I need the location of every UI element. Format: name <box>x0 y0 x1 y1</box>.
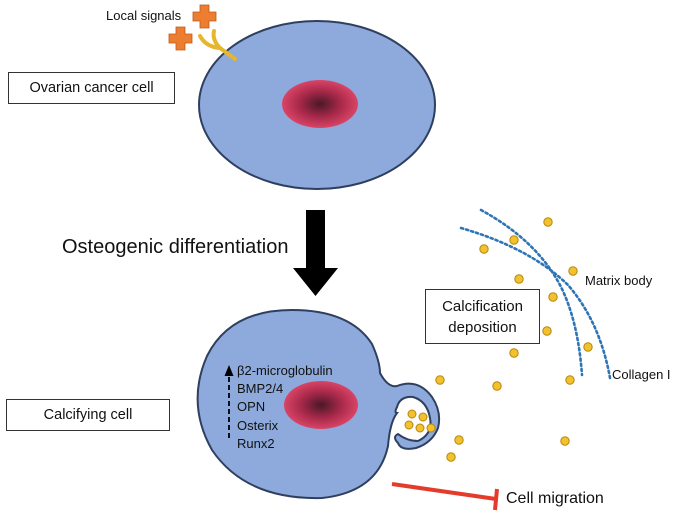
osteogenic-differentiation-label: Osteogenic differentiation <box>62 236 289 258</box>
marker-list: β2-microglobulin BMP2/4 OPN Osterix Runx… <box>237 362 333 453</box>
upregulation-arrow <box>224 365 234 438</box>
collagen-label: Collagen I <box>612 367 671 382</box>
calcifying-cell-nucleus <box>284 381 358 429</box>
signal-icon-2 <box>168 26 193 51</box>
calcification-deposition-label-line1: Calcification <box>442 297 523 315</box>
calcifying-cell-box: Calcifying cell <box>6 399 170 431</box>
collagen-fibers <box>459 208 612 380</box>
calcification-particles <box>435 217 593 462</box>
vesicle-particles <box>404 409 436 433</box>
marker-item: β2-microglobulin <box>237 363 333 378</box>
cell-migration-label: Cell migration <box>506 490 604 507</box>
ovarian-cell-nucleus <box>282 80 358 128</box>
matrix-body-label: Matrix body <box>585 273 653 288</box>
receptor-icon <box>198 29 237 61</box>
inhibition-bar <box>391 482 499 511</box>
marker-item: Osterix <box>237 417 279 433</box>
marker-item: OPN <box>237 399 266 415</box>
marker-item: Runx2 <box>237 435 275 451</box>
ovarian-cancer-cell-label: Ovarian cancer cell <box>29 80 154 96</box>
ovarian-cancer-cell-box: Ovarian cancer cell <box>8 72 175 104</box>
calcification-deposition-label-line2: deposition <box>448 318 517 336</box>
signal-icon-1 <box>192 4 217 29</box>
local-signals-label: Local signals <box>106 8 182 23</box>
marker-item: BMP2/4 <box>237 381 284 397</box>
calcifying-cell-label: Calcifying cell <box>43 407 133 423</box>
calcification-deposition-box: Calcification deposition <box>425 289 540 344</box>
differentiation-arrow <box>293 210 338 296</box>
